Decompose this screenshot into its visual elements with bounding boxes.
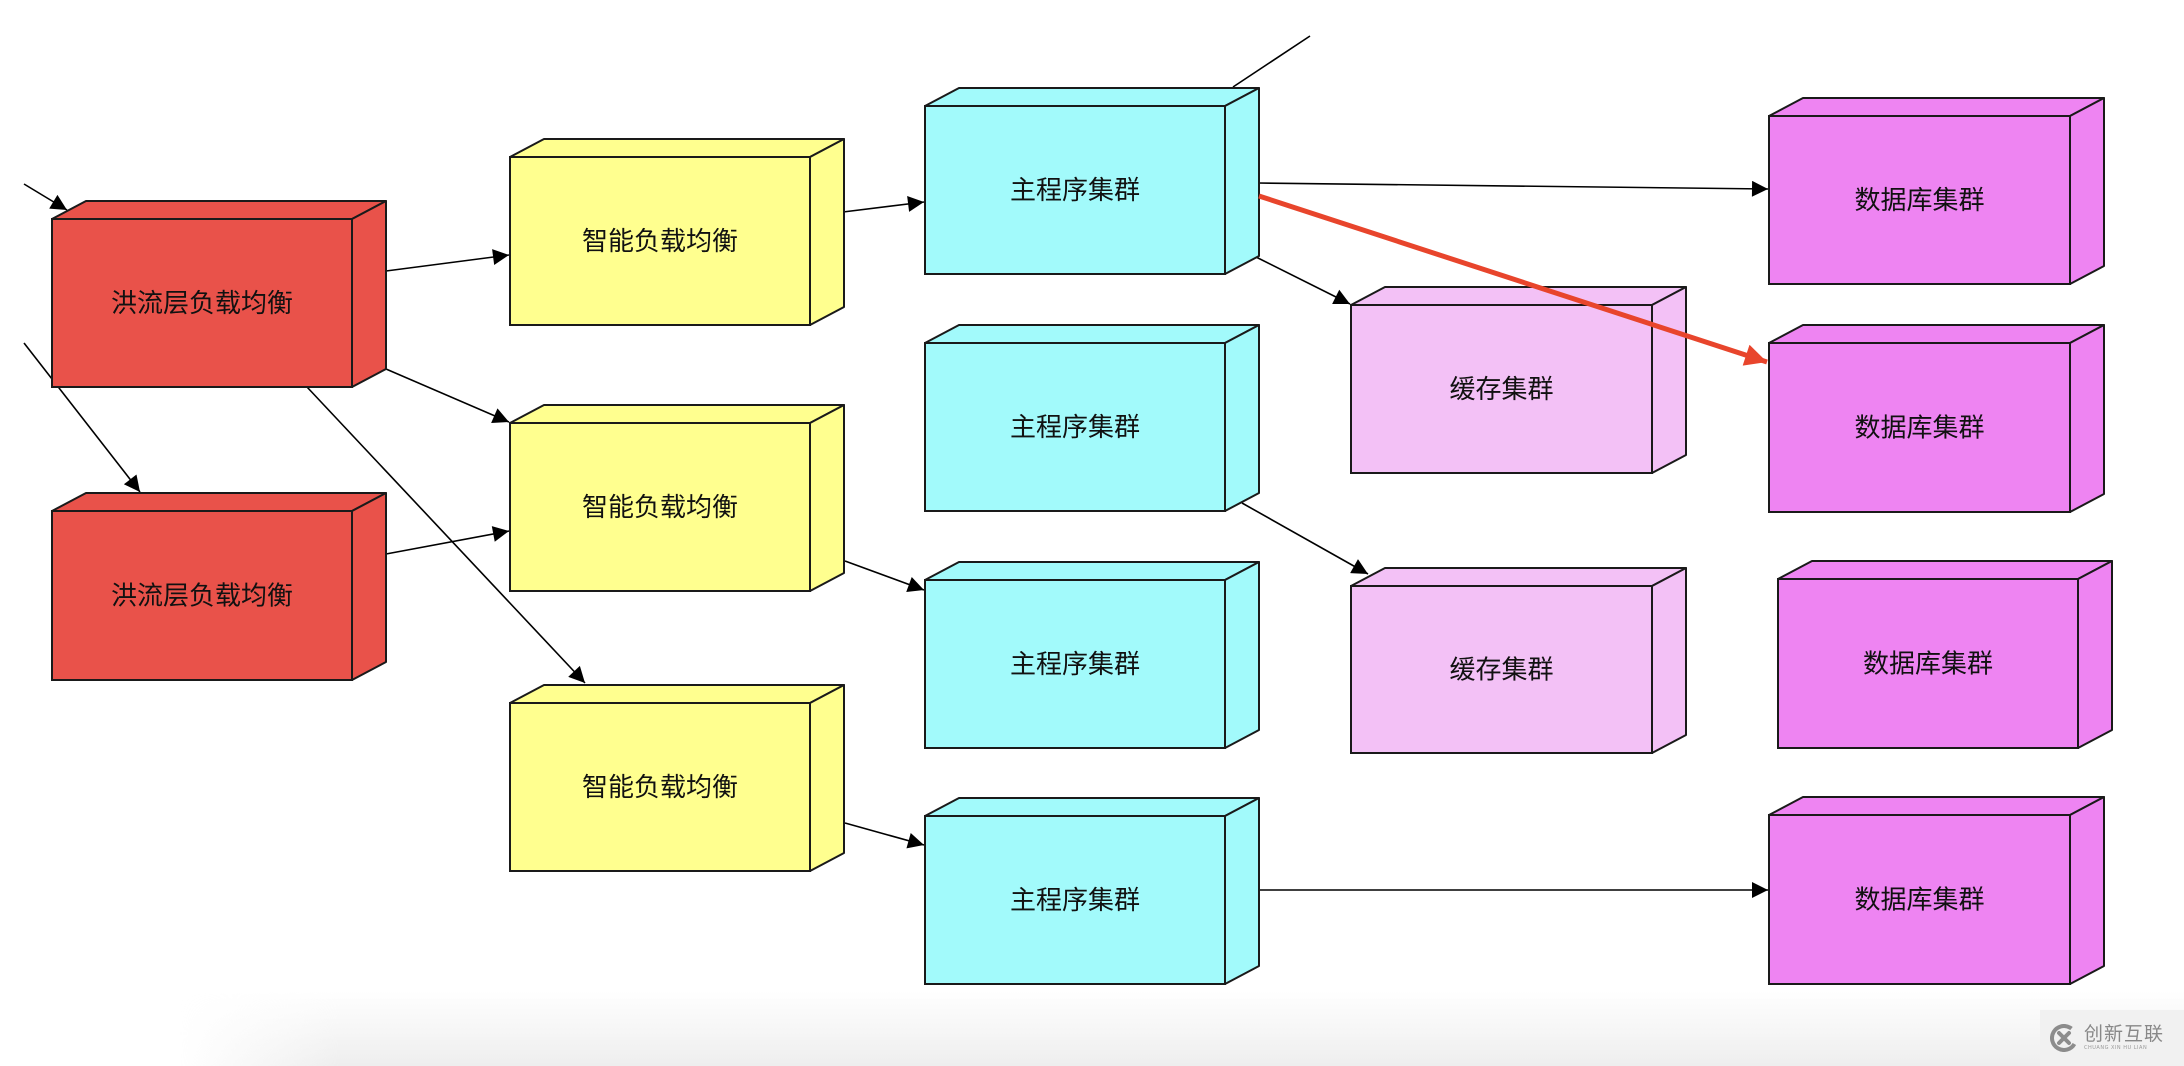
node-app1[interactable]: 主程序集群: [924, 87, 1260, 275]
node-top-face: [924, 797, 1260, 817]
node-label: 主程序集群: [1010, 413, 1140, 443]
node-cache1[interactable]: 缓存集群: [1350, 286, 1687, 474]
edge-app1-to-external: [1232, 35, 1311, 88]
node-front-face: [509, 422, 811, 592]
node-side-face: [2069, 796, 2105, 985]
node-front-face: [1768, 814, 2071, 985]
node-side-face: [1651, 567, 1687, 754]
node-flood2[interactable]: 洪流层负载均衡: [51, 492, 387, 681]
node-side-face: [1224, 561, 1260, 749]
node-top-face: [51, 200, 387, 220]
node-front-face: [1350, 304, 1653, 474]
cx-logo-icon: [2050, 1024, 2078, 1052]
node-side-face: [1224, 797, 1260, 985]
node-label: 数据库集群: [1854, 886, 1984, 916]
node-top-face: [1768, 97, 2105, 117]
node-db1[interactable]: 数据库集群: [1768, 97, 2105, 285]
node-app2[interactable]: 主程序集群: [924, 324, 1260, 512]
node-smart1[interactable]: 智能负载均衡: [509, 138, 845, 326]
node-side-face: [1224, 87, 1260, 275]
bottom-shadow: [180, 990, 2184, 1066]
node-front-face: [924, 105, 1226, 275]
node-top-face: [924, 561, 1260, 581]
node-front-face: [51, 218, 353, 388]
node-front-face: [1350, 585, 1653, 754]
node-smart3[interactable]: 智能负载均衡: [509, 684, 845, 872]
edge-external-to-flood1: [23, 183, 68, 211]
node-db3[interactable]: 数据库集群: [1777, 560, 2113, 749]
watermark-name: 创新互联: [2084, 1023, 2165, 1045]
node-label: 智能负载均衡: [582, 773, 738, 803]
node-label: 数据库集群: [1854, 186, 1984, 216]
node-top-face: [1777, 560, 2113, 580]
node-label: 智能负载均衡: [582, 493, 738, 523]
node-front-face: [1768, 115, 2071, 285]
node-front-face: [51, 510, 353, 681]
node-front-face: [509, 156, 811, 326]
node-label: 数据库集群: [1854, 414, 1984, 444]
node-side-face: [809, 684, 845, 872]
edge-smart3-to-app4: [844, 822, 925, 849]
node-side-face: [2069, 324, 2105, 513]
node-side-face: [809, 138, 845, 326]
overlay-layer: [1258, 193, 1768, 366]
node-front-face: [509, 702, 811, 872]
node-label: 主程序集群: [1010, 886, 1140, 916]
node-label: 智能负载均衡: [582, 227, 738, 257]
edge-flood2-to-smart2: [385, 526, 510, 555]
node-top-face: [924, 87, 1260, 107]
edge-flood1-to-smart2: [385, 368, 510, 424]
node-top-face: [51, 492, 387, 512]
node-smart2[interactable]: 智能负载均衡: [509, 404, 845, 592]
node-label: 数据库集群: [1863, 650, 1993, 680]
highlight-edge-app1-to-db2: [1258, 193, 1768, 366]
edge-smart2-to-app3: [844, 560, 925, 592]
edge-app2-to-cache2: [1241, 502, 1369, 575]
edge-external-to-flood2: [23, 342, 141, 493]
node-label: 缓存集群: [1449, 656, 1553, 686]
node-front-face: [924, 342, 1226, 512]
edge-app1-to-db1: [1257, 180, 1769, 197]
node-cache2[interactable]: 缓存集群: [1350, 567, 1687, 754]
node-label: 洪流层负载均衡: [111, 289, 293, 319]
node-side-face: [2077, 560, 2113, 749]
node-side-face: [1224, 324, 1260, 512]
node-top-face: [1350, 286, 1687, 306]
node-side-face: [809, 404, 845, 592]
node-front-face: [924, 815, 1226, 985]
watermark-subtitle: CHUANG XIN HU LIAN: [2084, 1045, 2148, 1051]
node-label: 主程序集群: [1010, 176, 1140, 206]
node-label: 主程序集群: [1010, 650, 1140, 680]
node-top-face: [509, 138, 845, 158]
nodes-layer: 洪流层负载均衡洪流层负载均衡智能负载均衡智能负载均衡智能负载均衡主程序集群主程序…: [51, 87, 2113, 985]
node-top-face: [924, 324, 1260, 344]
node-db2[interactable]: 数据库集群: [1768, 324, 2105, 513]
node-flood1[interactable]: 洪流层负载均衡: [51, 200, 387, 388]
node-side-face: [1651, 286, 1687, 474]
node-top-face: [1768, 796, 2105, 816]
node-front-face: [1768, 342, 2071, 513]
node-side-face: [2069, 97, 2105, 285]
edges-layer: [23, 35, 1769, 898]
node-label: 洪流层负载均衡: [111, 582, 293, 612]
node-front-face: [1777, 578, 2079, 749]
node-top-face: [509, 404, 845, 424]
edge-flood1-to-smart1: [385, 249, 510, 272]
node-app4[interactable]: 主程序集群: [924, 797, 1260, 985]
edge-app1-to-cache1: [1255, 256, 1351, 305]
node-front-face: [924, 579, 1226, 749]
node-label: 缓存集群: [1449, 375, 1553, 405]
node-top-face: [509, 684, 845, 704]
node-side-face: [351, 200, 387, 388]
node-app3[interactable]: 主程序集群: [924, 561, 1260, 749]
node-db4[interactable]: 数据库集群: [1768, 796, 2105, 985]
edge-flood1-to-smart3: [306, 386, 586, 684]
edge-smart1-to-app1: [842, 196, 925, 213]
node-side-face: [351, 492, 387, 681]
node-top-face: [1350, 567, 1687, 587]
node-top-face: [1768, 324, 2105, 344]
watermark: 创新互联 CHUANG XIN HU LIAN: [2040, 1010, 2184, 1066]
